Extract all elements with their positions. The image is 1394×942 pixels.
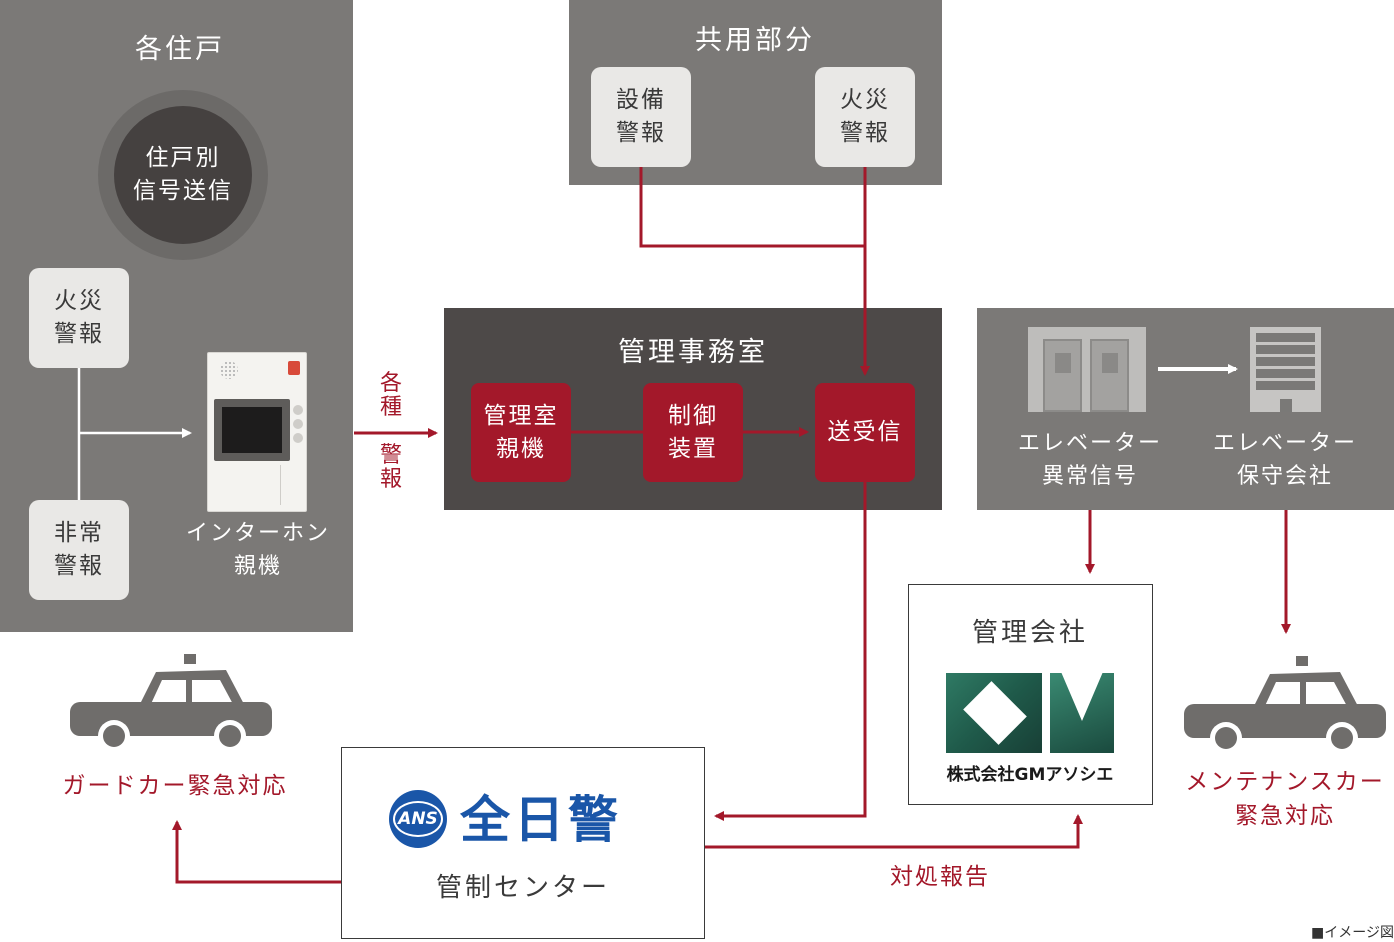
residence-emergency-alarm: 非常 警報 <box>29 500 129 600</box>
maintenance-car-label: メンテナンスカー 緊急対応 <box>1185 769 1385 829</box>
car-svg <box>70 654 272 752</box>
footnote: ■イメージ図 <box>1311 925 1394 941</box>
alarm-connectors <box>172 167 1291 884</box>
intercom-device <box>207 352 307 512</box>
common-fire-alarm: 火災 警報 <box>815 67 915 167</box>
gm-logo: GM <box>946 673 1114 753</box>
intercom-screen <box>214 399 290 461</box>
report-label: 対処報告 <box>890 864 990 890</box>
intercom-buttons <box>293 405 303 457</box>
intercom-label: インターホン 親機 <box>185 521 330 579</box>
various-alarms-label: 各 種 警 報 <box>379 371 404 492</box>
residence-fire-alarm: 火災 警報 <box>29 268 129 368</box>
control-center-label: 管制センター <box>435 873 610 903</box>
residence-connectors <box>77 368 192 500</box>
transceiver: 送受信 <box>815 383 915 482</box>
zennikkei-logo-text: 全日警 <box>460 791 622 849</box>
guard-car-label: ガードカー緊急対応 <box>62 773 288 799</box>
gm-logo-g <box>946 673 1042 753</box>
common-area-title: 共用部分 <box>695 25 815 56</box>
gm-logo-caption: 株式会社GMアソシエ <box>946 765 1114 785</box>
elevator-icon <box>1028 327 1146 412</box>
office-title: 管理事務室 <box>618 337 768 368</box>
intercom-panel-line <box>280 465 300 505</box>
master-unit: 管理室 親機 <box>471 383 571 482</box>
residence-title: 各住戸 <box>135 34 225 65</box>
management-company-title: 管理会社 <box>971 618 1088 648</box>
controller: 制御 装置 <box>643 383 743 482</box>
elevator-maintenance-company: エレベーター 保守会社 <box>1212 431 1357 489</box>
car-svg <box>1184 656 1386 754</box>
status-indicator <box>288 361 300 375</box>
ans-logo-badge: ANS <box>389 790 447 848</box>
equipment-alarm: 設備 警報 <box>591 67 691 167</box>
elevator-abnormal-signal: エレベーター 異常信号 <box>1017 431 1162 489</box>
maintenance-car-icon <box>1180 654 1390 754</box>
building-icon <box>1250 327 1321 412</box>
signal-circle-label: 住戸別 信号送信 <box>114 106 252 244</box>
guard-car-icon <box>66 652 276 752</box>
speaker-grille <box>220 361 238 379</box>
